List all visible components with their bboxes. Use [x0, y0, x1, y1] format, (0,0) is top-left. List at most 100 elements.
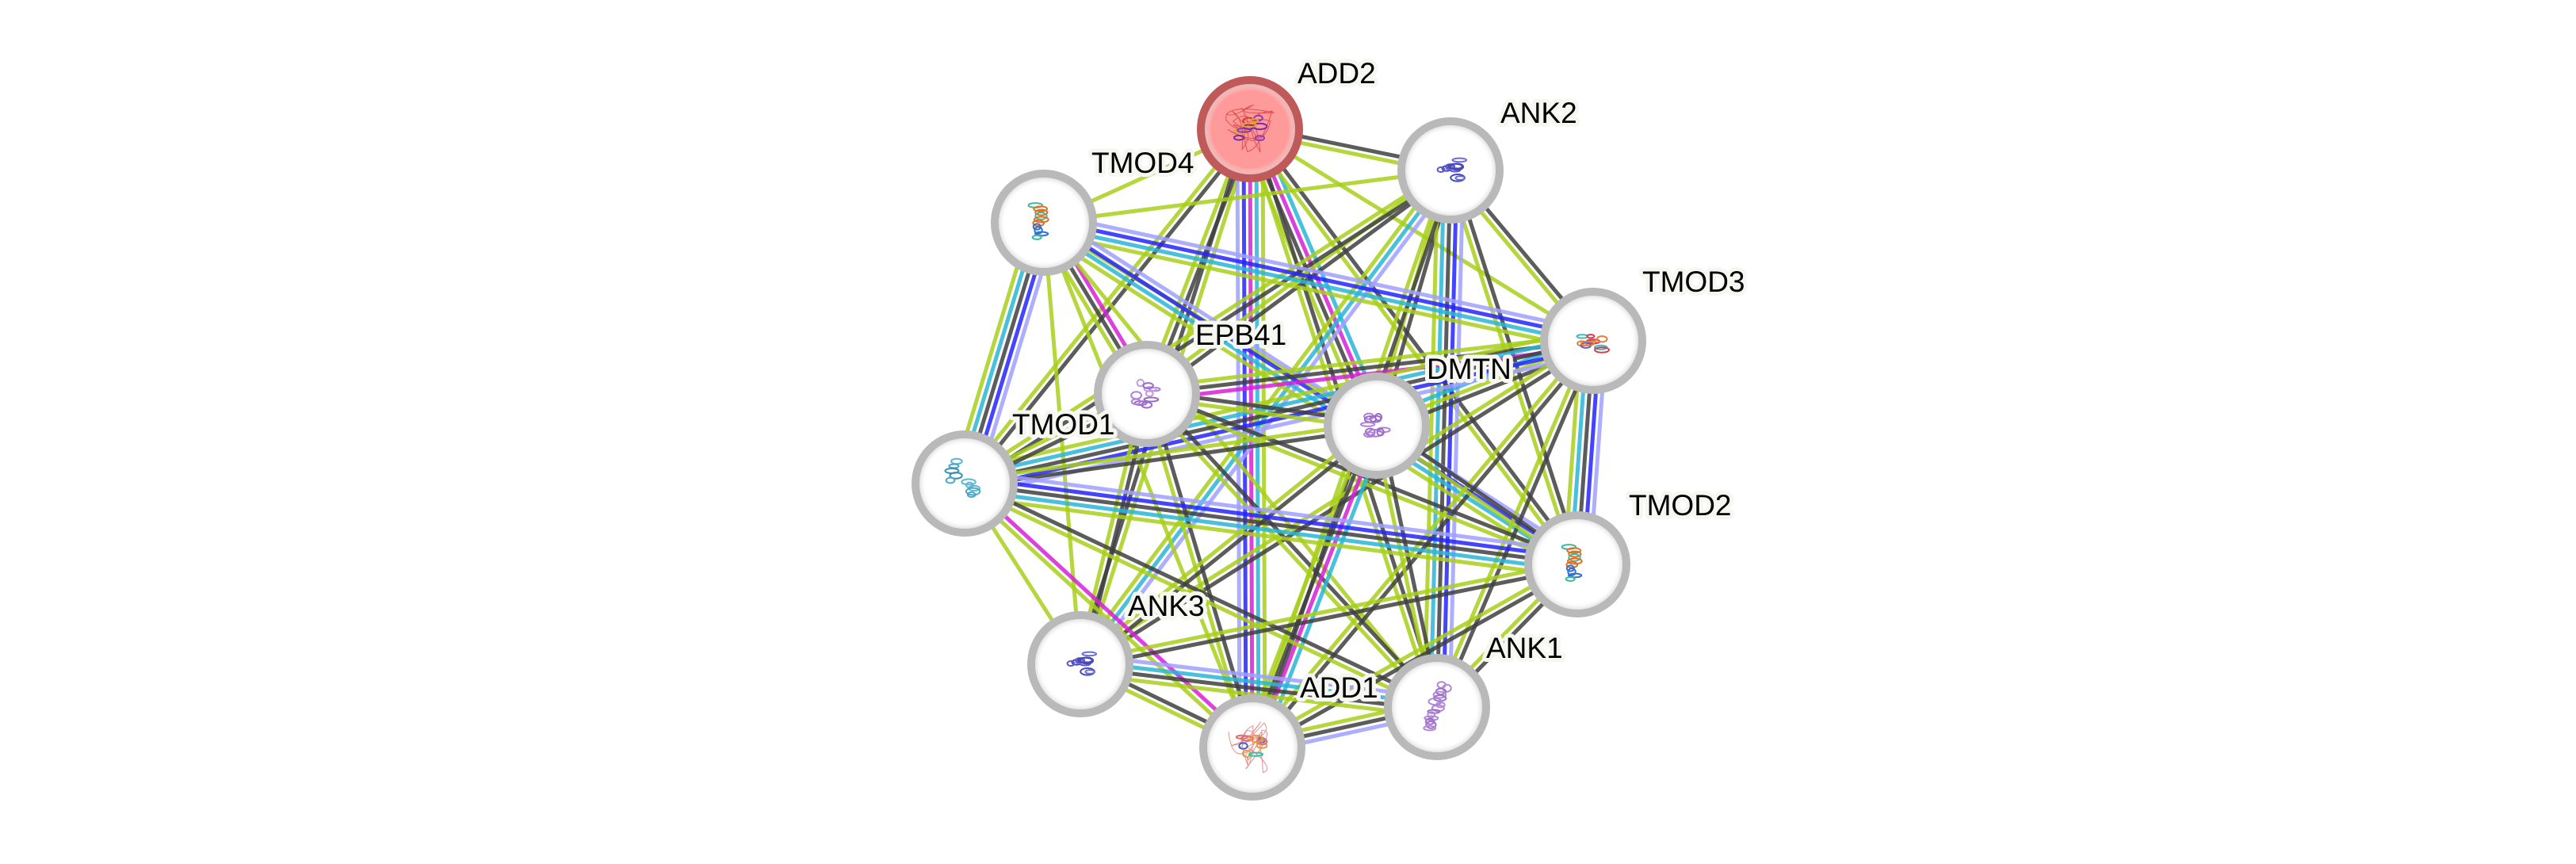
- edge-line-database[interactable]: [1042, 224, 1593, 346]
- node-tmod4[interactable]: [991, 170, 1097, 276]
- edge-line-textmining[interactable]: [962, 494, 1577, 579]
- edge-line-cooccurrence[interactable]: [965, 475, 1579, 560]
- edge-dmtn-ank3[interactable]: [1076, 421, 1381, 669]
- edge-line-database[interactable]: [962, 332, 1592, 480]
- edge-line-textmining[interactable]: [1041, 230, 1592, 353]
- node-label-tmod1: TMOD1: [1012, 408, 1115, 441]
- protein-structure-icon: [1561, 544, 1583, 582]
- node-ank3[interactable]: [1027, 611, 1133, 717]
- nodes-layer: [912, 76, 1646, 801]
- edge-line-textmining[interactable]: [962, 484, 1437, 712]
- edge-line-cooccurrence[interactable]: [1441, 170, 1459, 708]
- edge-line-coexpression[interactable]: [965, 171, 1454, 488]
- edge-line-coexpression[interactable]: [1247, 423, 1376, 747]
- edge-line-textmining[interactable]: [1245, 129, 1577, 568]
- edge-line-experiments[interactable]: [965, 480, 1256, 747]
- node-label-add1: ADD1: [1300, 671, 1378, 704]
- node-label-ank3: ANK3: [1128, 590, 1205, 622]
- edge-line-textmining[interactable]: [960, 125, 1249, 484]
- edge-line-coexpression[interactable]: [964, 338, 1594, 486]
- edge-dmtn-tmod1[interactable]: [964, 420, 1378, 489]
- edge-tmod1-add1[interactable]: [961, 480, 1256, 751]
- edge-line-coexpression[interactable]: [1080, 426, 1381, 669]
- edge-line-database[interactable]: [1041, 224, 1577, 569]
- edge-tmod4-add1[interactable]: [1041, 222, 1255, 748]
- node-ank1[interactable]: [1384, 654, 1490, 760]
- edge-tmod2-ank3[interactable]: [1079, 559, 1579, 670]
- protein-structure-icon: [1027, 202, 1049, 240]
- edge-tmod3-ank3[interactable]: [1077, 336, 1596, 669]
- protein-structure-icon: [1436, 157, 1468, 182]
- edge-tmod1-ank1[interactable]: [962, 479, 1439, 712]
- protein-structure-icon: [1576, 334, 1610, 354]
- edge-line-textmining[interactable]: [1076, 421, 1377, 663]
- edge-line-coexpression[interactable]: [1080, 565, 1579, 670]
- edge-line-textmining[interactable]: [1077, 336, 1593, 663]
- node-tmod1[interactable]: [912, 430, 1018, 537]
- edge-line-textmining[interactable]: [1145, 395, 1577, 570]
- edge-line-coexpression[interactable]: [1147, 171, 1454, 399]
- edge-line-database[interactable]: [963, 487, 1577, 573]
- edge-line-database[interactable]: [1428, 170, 1447, 707]
- edge-line-textmining[interactable]: [1043, 168, 1451, 225]
- edge-line-homology[interactable]: [1048, 212, 1584, 558]
- edge-line-cooccurrence[interactable]: [1241, 129, 1248, 748]
- edge-line-coexpression[interactable]: [1148, 390, 1441, 706]
- node-label-tmod4: TMOD4: [1091, 147, 1194, 179]
- edge-add2-tmod3[interactable]: [1248, 127, 1595, 343]
- protein-structure-icon: [1359, 412, 1391, 438]
- edge-line-textmining[interactable]: [964, 420, 1377, 483]
- node-tmod3[interactable]: [1540, 288, 1646, 394]
- edge-line-coexpression[interactable]: [965, 129, 1255, 487]
- edge-tmod4-tmod3[interactable]: [1041, 211, 1596, 353]
- edge-line-cooccurrence[interactable]: [1044, 217, 1595, 340]
- edge-line-textmining[interactable]: [961, 484, 1252, 751]
- edge-line-textmining[interactable]: [1248, 127, 1595, 343]
- node-label-ank2: ANK2: [1500, 97, 1577, 129]
- node-add1[interactable]: [1199, 694, 1305, 801]
- node-ank2[interactable]: [1397, 117, 1504, 224]
- edge-line-coexpression[interactable]: [964, 481, 1578, 567]
- edge-line-database[interactable]: [1078, 169, 1453, 666]
- edge-line-coexpression[interactable]: [1080, 665, 1437, 713]
- edge-line-homology[interactable]: [1045, 211, 1596, 334]
- node-label-add2: ADD2: [1298, 57, 1376, 90]
- protein-structure-icon: [1228, 721, 1268, 774]
- protein-structure-icon: [944, 457, 981, 498]
- node-add2[interactable]: [1197, 76, 1303, 182]
- edge-line-homology[interactable]: [1081, 652, 1439, 700]
- node-inner-shadow: [1332, 380, 1422, 471]
- edge-line-textmining[interactable]: [1041, 222, 1255, 748]
- edge-tmod4-ank1[interactable]: [1042, 221, 1439, 709]
- edge-line-homology[interactable]: [1235, 129, 1242, 748]
- protein-structure-icon: [1130, 378, 1161, 409]
- node-inner-shadow: [1102, 349, 1192, 439]
- edge-line-homology[interactable]: [1447, 170, 1466, 708]
- edge-line-coexpression[interactable]: [965, 479, 1439, 706]
- node-label-tmod2: TMOD2: [1629, 489, 1732, 522]
- edge-line-database[interactable]: [1080, 659, 1438, 706]
- protein-structure-icon: [1225, 104, 1275, 153]
- node-label-tmod3: TMOD3: [1642, 266, 1745, 298]
- edge-line-textmining[interactable]: [961, 326, 1592, 473]
- edge-line-coexpression[interactable]: [1080, 342, 1596, 669]
- edge-add2-tmod1[interactable]: [960, 125, 1255, 487]
- node-dmtn[interactable]: [1324, 373, 1430, 479]
- node-epb41[interactable]: [1094, 341, 1200, 447]
- edge-ank2-tmod4[interactable]: [1043, 168, 1451, 225]
- edge-tmod1-tmod2[interactable]: [962, 468, 1580, 579]
- protein-structure-icon: [1423, 681, 1452, 732]
- node-label-dmtn: DMTN: [1427, 353, 1512, 385]
- edge-line-textmining[interactable]: [1042, 221, 1439, 709]
- edge-line-experiments[interactable]: [1253, 426, 1382, 750]
- edge-line-homology[interactable]: [965, 468, 1580, 554]
- protein-structure-icon: [1066, 651, 1098, 676]
- edge-line-textmining[interactable]: [1249, 560, 1577, 747]
- node-tmod2[interactable]: [1524, 511, 1630, 617]
- node-label-epb41: EPB41: [1195, 319, 1286, 351]
- edge-line-textmining[interactable]: [1079, 559, 1577, 663]
- node-label-ank1: ANK1: [1486, 632, 1563, 664]
- edge-line-coexpression[interactable]: [965, 426, 1378, 489]
